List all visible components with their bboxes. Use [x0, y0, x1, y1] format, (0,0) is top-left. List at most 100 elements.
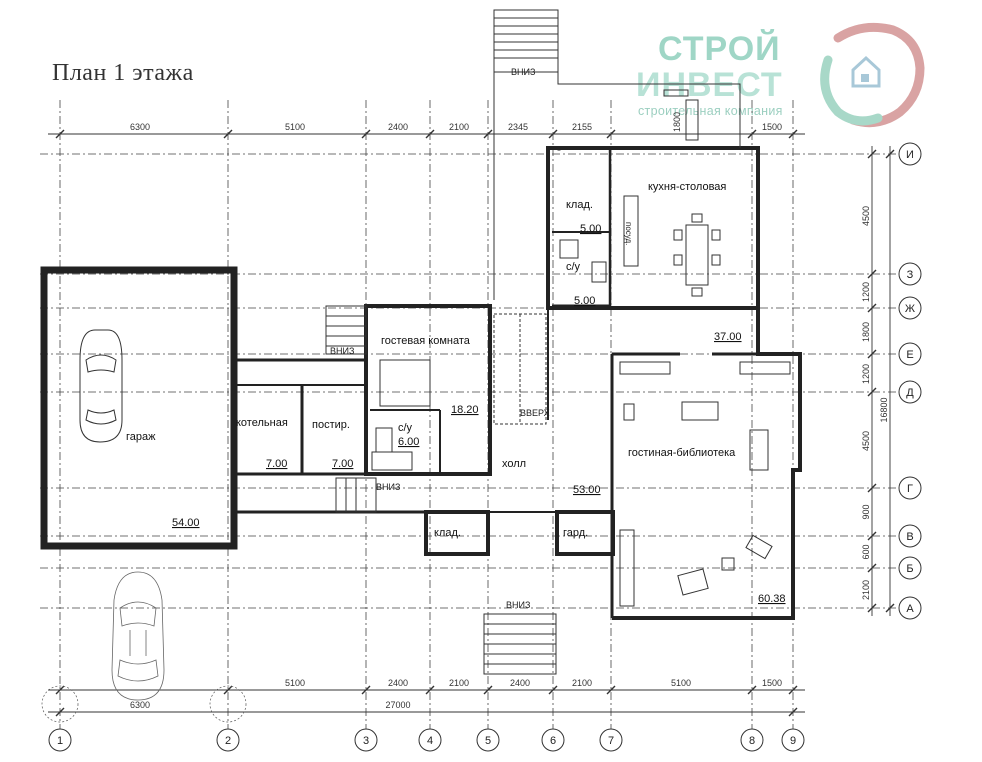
stair-label-5: ВВЕРХ [520, 408, 550, 418]
dim-top-5: 2345 [508, 122, 528, 132]
appliance-label: посуд. [624, 222, 633, 245]
axis-col-1: 1 [57, 735, 63, 747]
overall-dimension: 27000 [385, 700, 410, 710]
dim-bottom-4: 2100 [449, 678, 469, 688]
room-storage1-area: 5.00 [580, 223, 601, 235]
axis-row-b: Б [906, 563, 913, 575]
right-dimensions: 4500 1200 1800 1200 4500 900 600 2100 16… [861, 206, 889, 600]
company-logo: СТРОЙ ИНВЕСТ строительная компания [630, 20, 930, 130]
room-storage2-name: клад. [434, 527, 461, 539]
axis-col-2: 2 [225, 735, 231, 747]
dim-bottom-2: 5100 [285, 678, 305, 688]
walls [40, 146, 802, 620]
sofa [681, 401, 719, 421]
dim-bottom-1: 6300 [130, 700, 150, 710]
room-boiler-name: котельная [236, 417, 288, 429]
dim-top-7: 1800 [672, 112, 682, 132]
room-guest-area: 18.20 [451, 404, 479, 416]
axis-grid [40, 100, 905, 740]
axis-col-4: 4 [427, 735, 433, 747]
dim-right-2: 1200 [861, 282, 871, 302]
axis-row-a: А [906, 603, 914, 615]
axis-row-zh: Ж [905, 303, 915, 315]
axis-row-e: Е [906, 349, 913, 361]
axis-row-v: В [906, 531, 913, 543]
stair-label-1: ВНИЗ [511, 67, 535, 77]
dim-right-1: 4500 [861, 206, 871, 226]
top-dimensions: 6300 5100 2400 2100 2345 2155 1800 1500 [130, 112, 782, 132]
dim-top-1: 6300 [130, 122, 150, 132]
room-living-area: 60.38 [758, 593, 786, 605]
axis-col-8: 8 [749, 735, 755, 747]
axis-col-7: 7 [608, 735, 614, 747]
overall-right-dimension: 16800 [879, 397, 889, 422]
dim-top-4: 2100 [449, 122, 469, 132]
axis-row-i: И [906, 149, 914, 161]
room-laundry-name: постир. [312, 419, 350, 431]
dim-top-6: 2155 [572, 122, 592, 132]
outdoor-car [111, 571, 165, 701]
axis-row-d: Д [906, 387, 914, 399]
room-labels: гараж 54.00 котельная 7.00 постир. 7.00 … [126, 181, 786, 605]
dim-right-4: 1200 [861, 364, 871, 384]
room-kitchen-area: 37.00 [714, 331, 742, 343]
room-hall-area: 53.00 [573, 484, 601, 496]
dimension-lines [48, 129, 895, 717]
dim-top-3: 2400 [388, 122, 408, 132]
dim-bottom-8: 1500 [762, 678, 782, 688]
axis-markers [48, 142, 922, 752]
room-wc1-name: с/у [398, 422, 413, 434]
dining-table [685, 224, 709, 286]
room-boiler-area: 7.00 [266, 458, 287, 470]
room-garage-name: гараж [126, 431, 156, 443]
room-hall-name: холл [502, 458, 526, 470]
room-kitchen-name: кухня-столовая [648, 181, 726, 193]
bathtub [371, 451, 413, 471]
room-storage1-name: клад. [566, 199, 593, 211]
dim-bottom-3: 2400 [388, 678, 408, 688]
room-wc2-area: 5.00 [574, 295, 595, 307]
room-laundry-area: 7.00 [332, 458, 353, 470]
axis-col-3: 3 [363, 735, 369, 747]
stair-label-3: ВНИЗ [376, 482, 400, 492]
house-icon [820, 22, 925, 128]
stairs [325, 9, 741, 675]
room-garage-area: 54.00 [172, 517, 200, 529]
toilet [375, 427, 393, 453]
axis-col-5: 5 [485, 735, 491, 747]
stair-labels: ВНИЗ ВНИЗ ВНИЗ ВНИЗ ВВЕРХ посуд. [330, 67, 633, 610]
axis-row-z: З [907, 269, 914, 281]
plan-title: План 1 этажа [52, 60, 194, 86]
armchair [677, 568, 709, 596]
room-wc1-area: 6.00 [398, 436, 419, 448]
bottom-dimensions: 6300 5100 2400 2100 2400 2100 5100 1500 … [130, 678, 782, 710]
furniture [371, 89, 791, 607]
room-guest-name: гостевая комната [381, 335, 471, 347]
dim-top-2: 5100 [285, 122, 305, 132]
axis-labels: 1 2 3 4 5 6 7 8 9 И З Ж Е Д Г В Б А [57, 149, 915, 747]
room-wardrobe-name: гард. [563, 527, 588, 539]
dim-bottom-7: 5100 [671, 678, 691, 688]
dim-right-6: 900 [861, 504, 871, 519]
dim-right-5: 4500 [861, 431, 871, 451]
dim-right-8: 2100 [861, 580, 871, 600]
stair-label-2: ВНИЗ [330, 346, 354, 356]
room-wc2-name: с/у [566, 261, 581, 273]
axis-col-9: 9 [790, 735, 796, 747]
dim-top-8: 1500 [762, 122, 782, 132]
stair-label-4: ВНИЗ [506, 600, 530, 610]
dim-bottom-5: 2400 [510, 678, 530, 688]
garage-car [79, 329, 123, 443]
kitchen-counter [623, 195, 639, 267]
trees [41, 685, 247, 723]
dim-right-3: 1800 [861, 322, 871, 342]
room-living-name: гостиная-библиотека [628, 447, 736, 459]
dim-bottom-6: 2100 [572, 678, 592, 688]
axis-row-g: Г [907, 483, 913, 495]
logo-subtitle: строительная компания [638, 104, 783, 118]
axis-col-6: 6 [550, 735, 556, 747]
logo-word-2: ИНВЕСТ [636, 66, 783, 104]
logo-word-1: СТРОЙ [658, 30, 781, 68]
dim-right-7: 600 [861, 544, 871, 559]
